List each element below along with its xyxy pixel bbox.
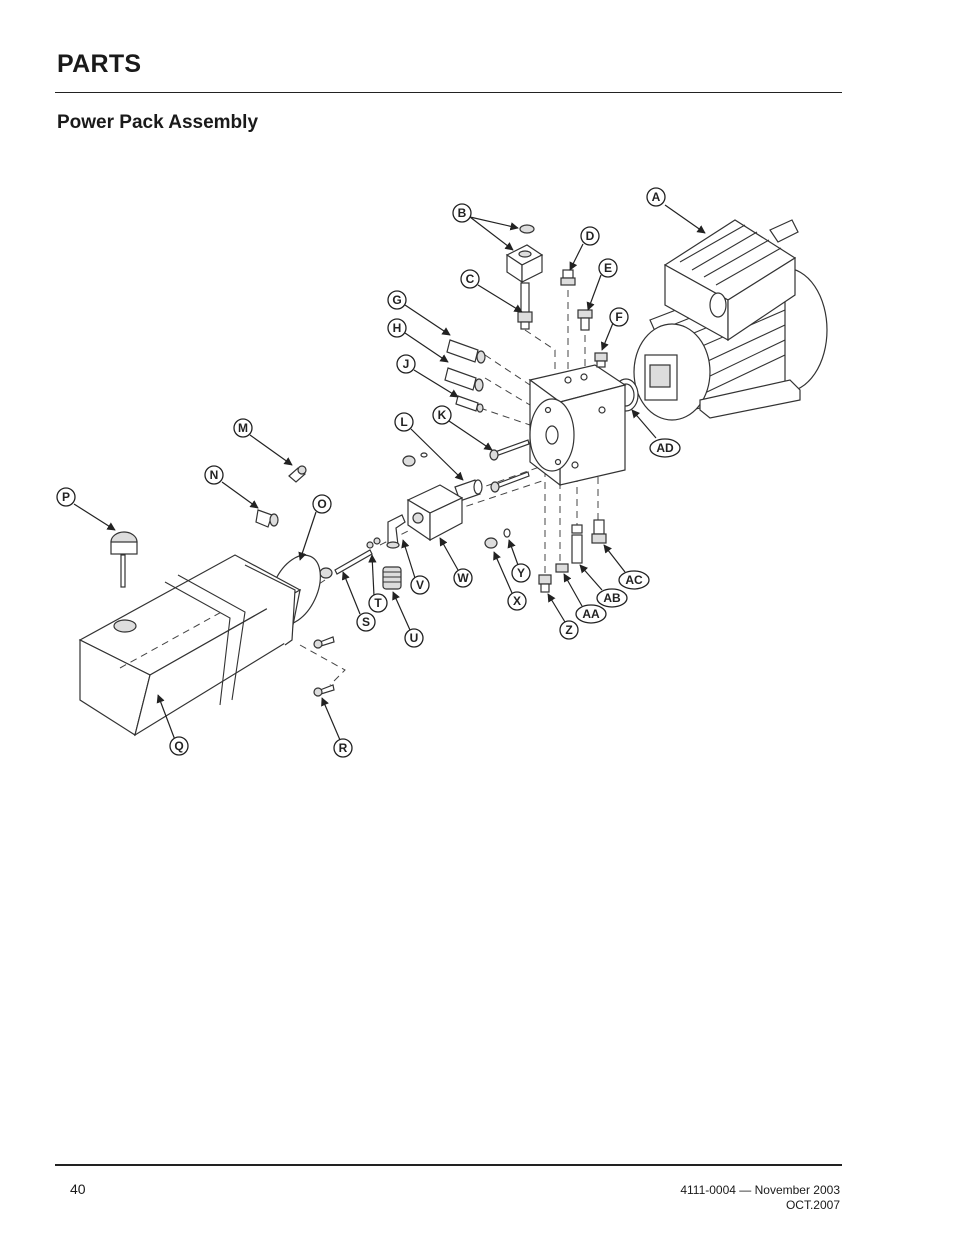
callout-w: W xyxy=(453,568,473,588)
svg-text:AA: AA xyxy=(582,607,600,621)
svg-text:X: X xyxy=(513,594,521,608)
callout-m: M xyxy=(233,418,253,438)
o-ring-y xyxy=(503,528,511,538)
svg-text:Y: Y xyxy=(517,566,525,580)
svg-text:E: E xyxy=(604,261,612,275)
plug-small xyxy=(402,452,428,467)
callout-e: E xyxy=(598,258,618,278)
check-valve-ab xyxy=(571,524,583,564)
svg-text:N: N xyxy=(210,468,219,482)
svg-text:V: V xyxy=(416,578,424,592)
svg-text:G: G xyxy=(392,293,401,307)
callout-c: C xyxy=(460,269,480,289)
svg-text:J: J xyxy=(403,357,410,371)
svg-text:H: H xyxy=(393,321,402,335)
suction-filter xyxy=(382,566,402,590)
svg-text:P: P xyxy=(62,490,70,504)
callout-h: H xyxy=(387,318,407,338)
svg-text:T: T xyxy=(374,596,382,610)
svg-text:R: R xyxy=(339,741,348,755)
elbow-m xyxy=(288,465,307,483)
document-number: 4111-0004 — November 2003 xyxy=(680,1183,840,1197)
callout-z: Z xyxy=(559,620,579,640)
breather-n xyxy=(255,509,279,528)
power-pack-exploded-diagram: A B C D E F G H J K L M N O P Q R xyxy=(56,187,828,758)
subsection-title: Power Pack Assembly xyxy=(57,112,259,133)
callout-x: X xyxy=(507,591,527,611)
svg-text:AB: AB xyxy=(603,591,621,605)
callout-t: T xyxy=(368,593,388,613)
svg-text:AD: AD xyxy=(656,441,674,455)
callout-j: J xyxy=(396,354,416,374)
svg-text:B: B xyxy=(458,206,467,220)
bolt-k xyxy=(489,439,530,461)
tank-screws xyxy=(313,636,335,697)
document-info: 4111-0004 — November 2003 OCT.2007 xyxy=(680,1183,840,1213)
callout-s: S xyxy=(356,612,376,632)
svg-text:Z: Z xyxy=(565,623,572,637)
revision-date: OCT.2007 xyxy=(785,1198,840,1212)
callout-o: O xyxy=(312,494,332,514)
svg-text:C: C xyxy=(466,272,475,286)
callout-aa: AA xyxy=(575,604,607,624)
svg-text:K: K xyxy=(438,408,447,422)
callout-g: G xyxy=(387,290,407,310)
svg-text:M: M xyxy=(238,421,248,435)
callout-v: V xyxy=(410,575,430,595)
svg-text:A: A xyxy=(652,190,661,204)
filler-cap xyxy=(110,531,138,588)
solenoid-coil xyxy=(505,224,544,284)
callout-leaders xyxy=(73,204,706,741)
svg-text:U: U xyxy=(410,631,419,645)
callout-b: B xyxy=(452,203,472,223)
svg-text:L: L xyxy=(400,415,407,429)
svg-text:W: W xyxy=(457,571,469,585)
callout-u: U xyxy=(404,628,424,648)
fitting-ac xyxy=(591,519,607,544)
plug-f xyxy=(594,352,608,368)
valve-cartridge xyxy=(517,282,533,330)
section-title: PARTS xyxy=(57,50,142,78)
svg-text:D: D xyxy=(586,229,595,243)
callout-r: R xyxy=(333,738,353,758)
callout-y: Y xyxy=(511,563,531,583)
fitting-g xyxy=(446,339,486,364)
svg-text:S: S xyxy=(362,615,370,629)
callout-n: N xyxy=(204,465,224,485)
footer-rule xyxy=(55,1164,842,1166)
callout-q: Q xyxy=(169,736,189,756)
callout-ab: AB xyxy=(596,588,628,608)
plug-aa xyxy=(555,563,569,573)
reservoir-tank xyxy=(78,554,302,737)
elbow-fitting xyxy=(386,514,406,549)
plug-x xyxy=(484,537,498,549)
callout-ac: AC xyxy=(618,570,650,590)
callout-ad: AD xyxy=(649,438,681,458)
page-number: 40 xyxy=(70,1181,86,1197)
svg-text:F: F xyxy=(615,310,622,324)
fitting-z xyxy=(538,574,552,593)
hydraulic-pump xyxy=(406,484,464,542)
callout-k: K xyxy=(432,405,452,425)
svg-text:AC: AC xyxy=(625,573,643,587)
fitting-h xyxy=(444,367,484,392)
electric-motor xyxy=(633,219,828,421)
callout-f: F xyxy=(609,307,629,327)
svg-text:O: O xyxy=(317,497,326,511)
callout-l: L xyxy=(394,412,414,432)
callout-a: A xyxy=(646,187,666,207)
svg-text:Q: Q xyxy=(174,739,183,753)
plug-d xyxy=(560,269,576,286)
fitting-j xyxy=(455,395,484,413)
callout-d: D xyxy=(580,226,600,246)
callout-p: P xyxy=(56,487,76,507)
header-rule xyxy=(55,92,842,93)
plug-e xyxy=(577,309,593,331)
manifold-block xyxy=(528,364,627,487)
bolt-lower xyxy=(490,471,530,493)
suction-tube xyxy=(319,537,381,579)
